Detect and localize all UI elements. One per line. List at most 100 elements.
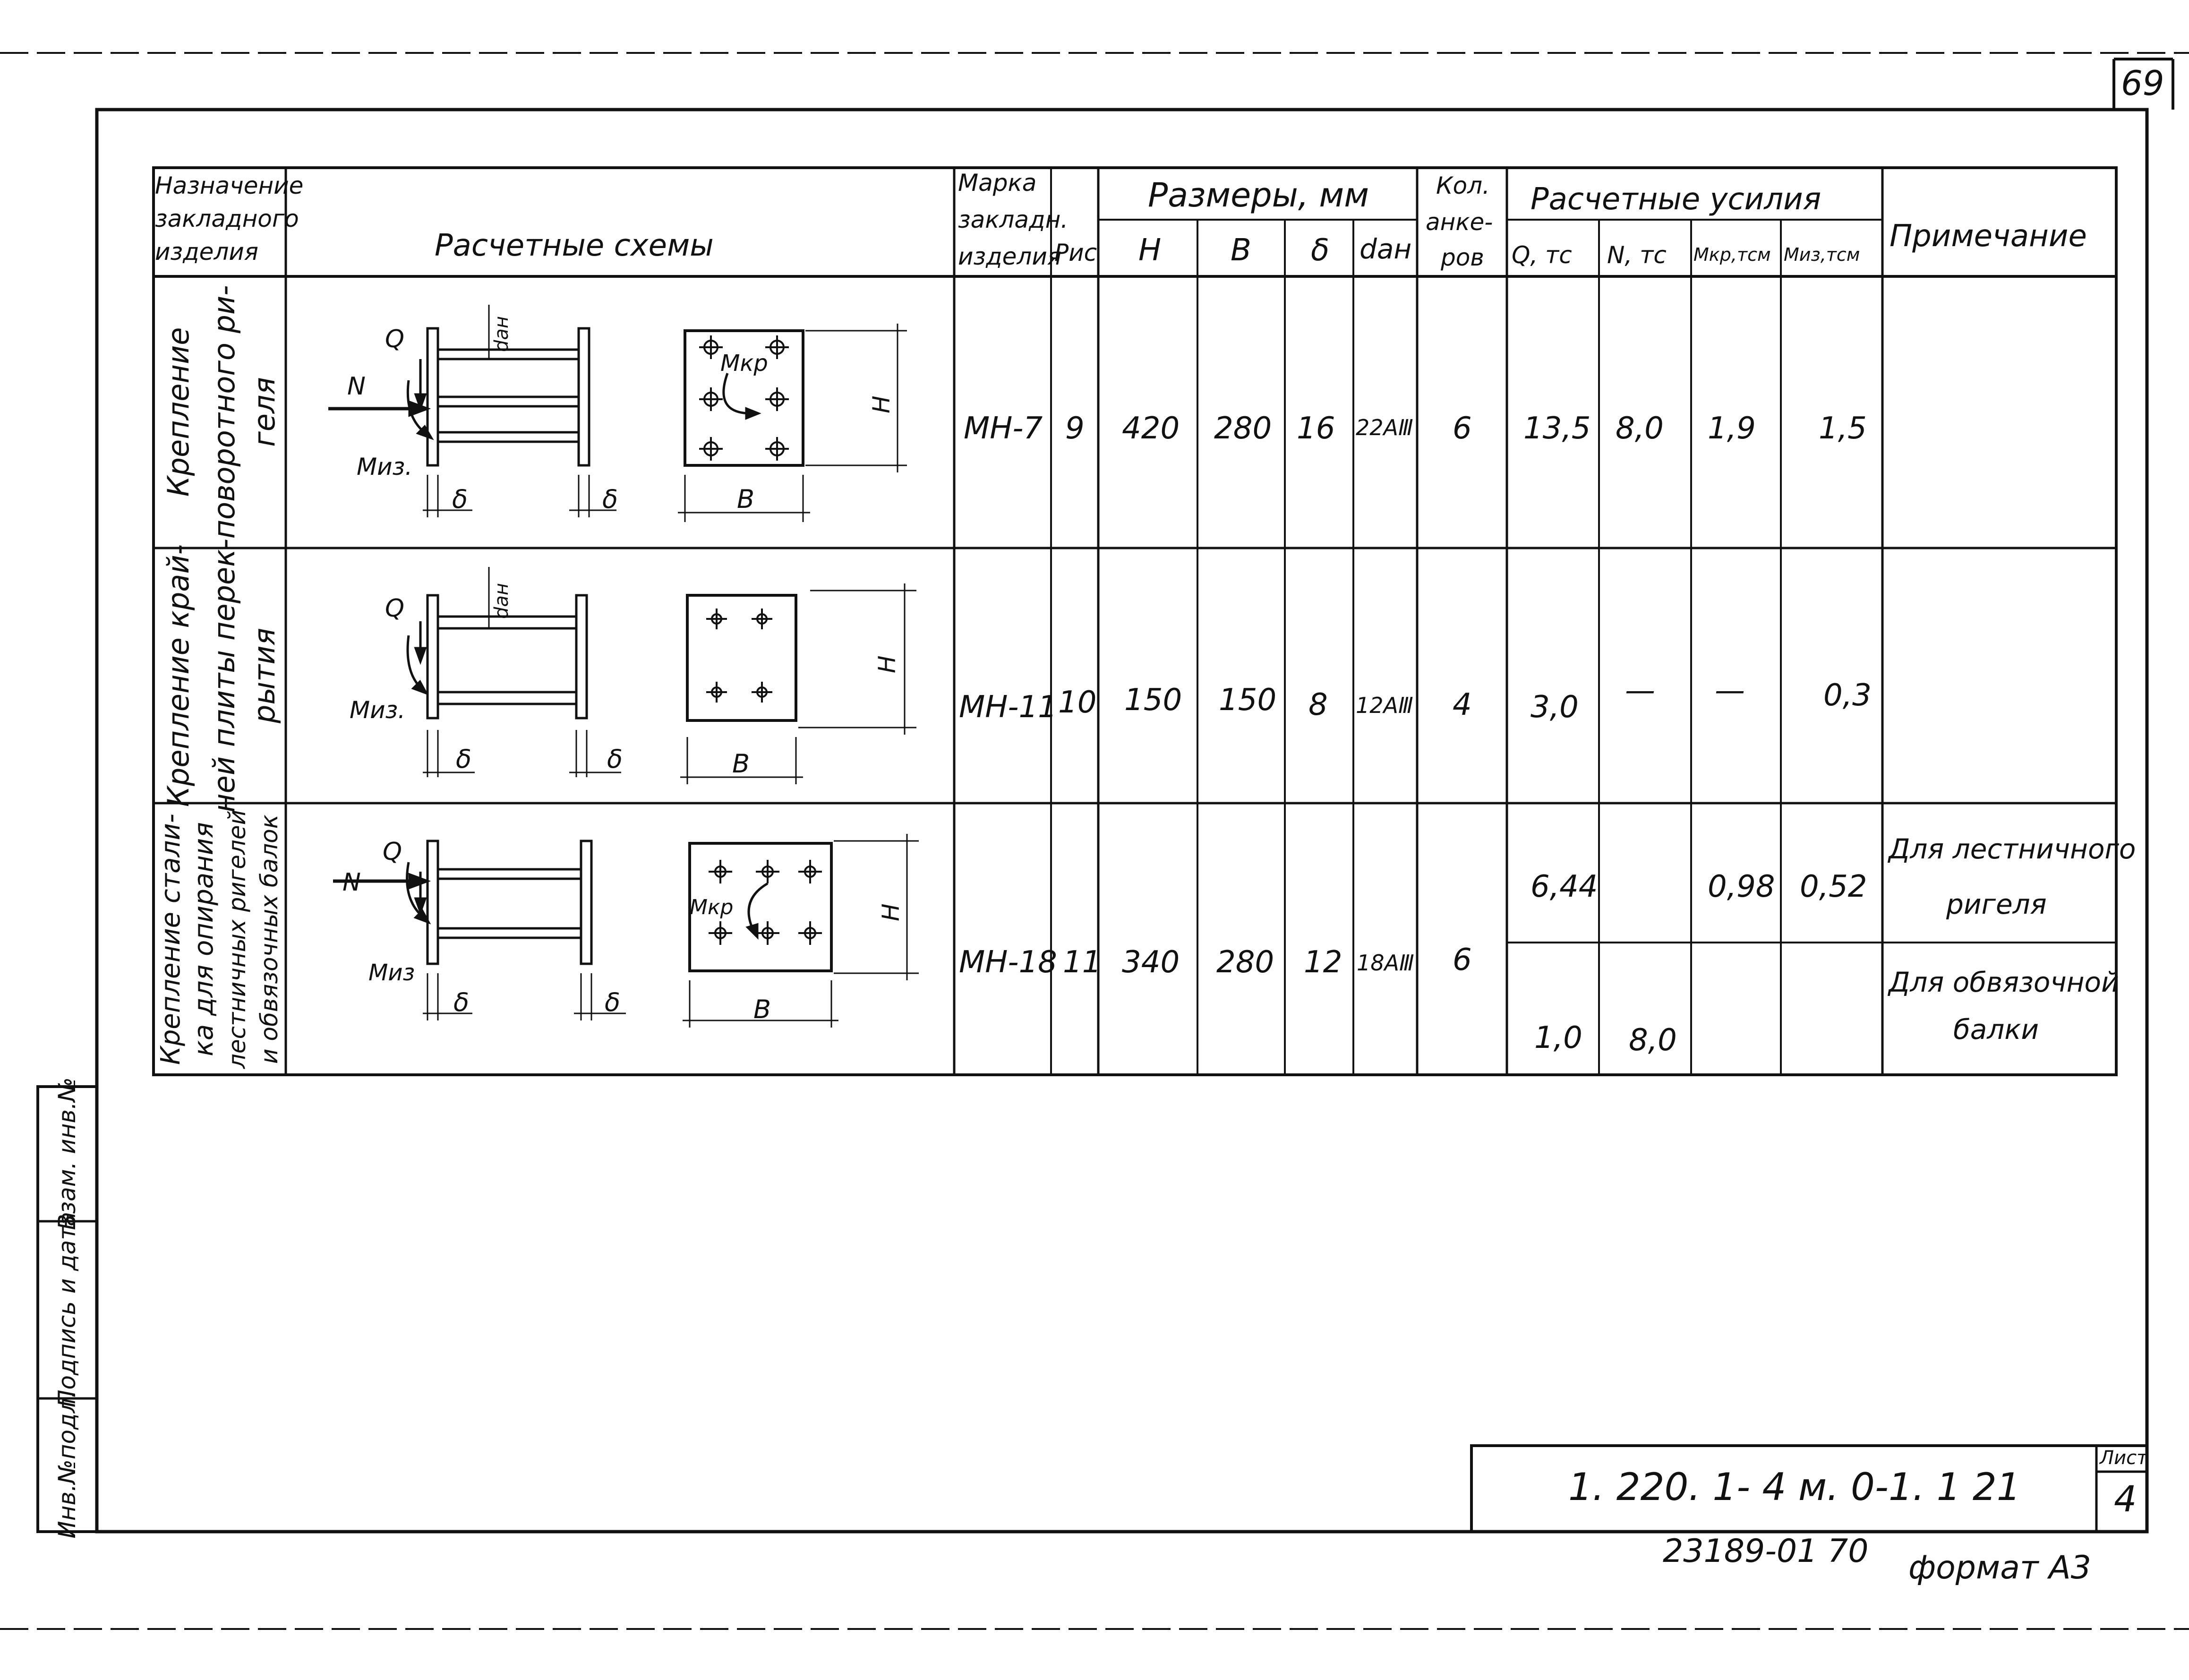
header-anchors-2: анке- bbox=[1426, 208, 1493, 236]
row3-purpose-2: ка для опирания bbox=[188, 822, 219, 1056]
scheme1-Miz: Миз. bbox=[357, 453, 412, 480]
row1-delta: 16 bbox=[1297, 411, 1335, 446]
format-label: формат А3 bbox=[1908, 1549, 2091, 1586]
row2-Mkr: — bbox=[1715, 673, 1745, 708]
scheme2-Q: Q bbox=[385, 594, 404, 623]
header-Mkr: Мкр,тсм bbox=[1693, 244, 1771, 265]
row3-delta: 12 bbox=[1304, 945, 1342, 980]
stamp-replacement-inv: Взам. инв.№ bbox=[53, 1077, 81, 1230]
row3-H: 340 bbox=[1122, 945, 1180, 980]
header-Miz: Миз,тсм bbox=[1784, 244, 1860, 265]
sheet-label: Лист bbox=[2100, 1447, 2148, 1469]
header-anchors-3: ров bbox=[1441, 244, 1484, 271]
scheme3-H: Н bbox=[877, 903, 905, 921]
row3a-note-2: ригеля bbox=[1946, 888, 2047, 920]
row2-purpose-2: ней плиты перек- bbox=[207, 539, 241, 813]
scheme1-delta-right: δ bbox=[602, 484, 618, 514]
header-purpose-1: Назначение bbox=[155, 172, 304, 199]
scheme3-Miz: Миз bbox=[368, 960, 415, 986]
header-H: Н bbox=[1138, 233, 1162, 268]
header-purpose-2: закладного bbox=[155, 205, 299, 232]
row2-N: — bbox=[1625, 673, 1655, 708]
row1-H: 420 bbox=[1122, 411, 1180, 446]
header-note: Примечание bbox=[1890, 219, 2087, 254]
row2-H: 150 bbox=[1124, 683, 1182, 718]
row2-B: 150 bbox=[1219, 683, 1277, 718]
header-fig: Рис bbox=[1054, 239, 1097, 266]
scheme2-H: Н bbox=[873, 655, 901, 673]
header-mark-3: изделия bbox=[958, 243, 1061, 270]
scheme3-B: В bbox=[753, 994, 771, 1024]
row3a-Mkr: 0,98 bbox=[1708, 869, 1775, 904]
row3-purpose-3: лестничных ригелей bbox=[223, 809, 251, 1069]
row2-anchors: 4 bbox=[1453, 687, 1472, 722]
row3-purpose-1: Крепление стали- bbox=[155, 814, 186, 1065]
row3a-note-1: Для лестничного bbox=[1889, 833, 2136, 865]
scheme2-delta-right: δ bbox=[607, 744, 623, 774]
scheme3-N: N bbox=[342, 868, 361, 897]
header-Q: Q, тс bbox=[1512, 241, 1572, 269]
scheme3-Q: Q bbox=[383, 838, 402, 866]
page-number: 69 bbox=[2121, 63, 2164, 103]
row2-fig: 10 bbox=[1058, 685, 1097, 720]
row1-Miz: 1,5 bbox=[1819, 411, 1867, 446]
scheme2-delta-left: δ bbox=[456, 744, 471, 774]
row3-mark: МН-18 bbox=[959, 945, 1057, 980]
header-delta: δ bbox=[1311, 233, 1330, 268]
row3-fig: 11 bbox=[1063, 945, 1102, 980]
header-mark-1: Марка bbox=[958, 169, 1037, 197]
row2-delta: 8 bbox=[1308, 687, 1328, 722]
row1-B: 280 bbox=[1214, 411, 1272, 446]
header-forces-group: Расчетные усилия bbox=[1531, 182, 1821, 217]
row1-purpose-1: Крепление bbox=[161, 327, 196, 497]
row2-mark: МН-11 bbox=[959, 690, 1057, 725]
scheme2-dan: dан bbox=[491, 583, 513, 619]
header-schemes: Расчетные схемы bbox=[435, 228, 714, 263]
row1-N: 8,0 bbox=[1616, 411, 1664, 446]
scheme1-dan: dан bbox=[491, 316, 513, 352]
row3a-Q: 6,44 bbox=[1531, 869, 1598, 904]
row3a-Miz: 0,52 bbox=[1800, 869, 1867, 904]
archive-number: 23189-01 70 bbox=[1663, 1533, 1869, 1570]
header-B: В bbox=[1231, 233, 1251, 268]
row3b-note-2: балки bbox=[1953, 1013, 2039, 1046]
scheme1-delta-left: δ bbox=[452, 484, 468, 514]
row2-Q: 3,0 bbox=[1531, 690, 1579, 725]
row1-Mkr: 1,9 bbox=[1708, 411, 1756, 446]
row2-d-an: 12АⅢ bbox=[1356, 693, 1413, 718]
header-purpose-3: изделия bbox=[155, 238, 258, 266]
row3-B: 280 bbox=[1216, 945, 1274, 980]
header-sizes-group: Размеры, мм bbox=[1148, 176, 1369, 214]
schemes-drawing: Q N Миз. dан δ δ Мкр Н В Q Миз. dан δ δ … bbox=[328, 305, 919, 1028]
header-anchors-1: Кол. bbox=[1436, 172, 1490, 199]
scheme1-Mkr: Мкр bbox=[720, 350, 768, 377]
sheet-number: 4 bbox=[2114, 1478, 2137, 1520]
header-d-an: dан bbox=[1360, 233, 1412, 265]
row3-d-an: 18АⅢ bbox=[1357, 950, 1414, 976]
row2-Miz: 0,3 bbox=[1823, 678, 1872, 713]
row1-Q: 13,5 bbox=[1523, 411, 1591, 446]
scheme2-B: В bbox=[732, 749, 750, 779]
row3b-Q: 1,0 bbox=[1534, 1020, 1582, 1055]
scheme1-Q: Q bbox=[385, 325, 404, 353]
drawing-code: 1. 220. 1- 4 м. 0-1. 1 21 bbox=[1568, 1465, 2021, 1509]
row1-purpose-3: геля bbox=[247, 377, 282, 447]
row1-anchors: 6 bbox=[1453, 411, 1472, 446]
row1-fig: 9 bbox=[1065, 411, 1085, 446]
row3-anchors: 6 bbox=[1453, 943, 1472, 977]
stamp-inv-original: Инв.№подл. bbox=[53, 1390, 81, 1539]
row3-purpose-4: и обвязочных балок bbox=[256, 814, 283, 1064]
row2-purpose-3: рытия bbox=[247, 627, 282, 724]
row1-d-an: 22АⅢ bbox=[1356, 415, 1413, 440]
scheme1-N: N bbox=[347, 372, 366, 401]
scheme1-B: В bbox=[737, 484, 754, 514]
stamp-signature-date: Подпись и дата bbox=[53, 1211, 81, 1408]
scheme3-delta-left: δ bbox=[453, 987, 469, 1017]
header-N: N, тс bbox=[1607, 241, 1667, 269]
scheme1-H: Н bbox=[868, 395, 895, 413]
row3b-note-1: Для обвязочной bbox=[1889, 966, 2119, 998]
scheme2-Miz: Миз. bbox=[350, 696, 405, 724]
row1-purpose-2: поворотного ри- bbox=[207, 285, 241, 539]
scheme3-delta-right: δ bbox=[605, 987, 620, 1017]
